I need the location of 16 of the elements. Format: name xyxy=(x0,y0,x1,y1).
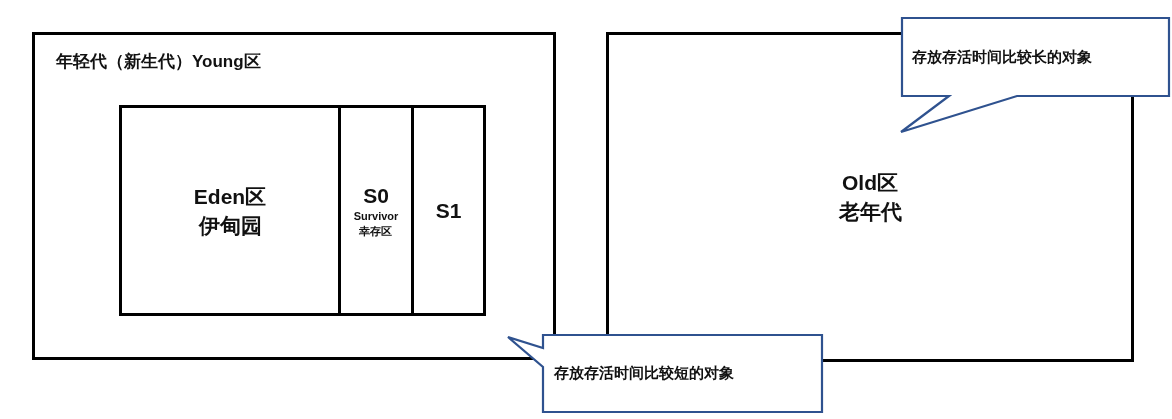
callout-text: 存放存活时间比较短的对象 xyxy=(554,363,734,383)
callout-bubble xyxy=(899,16,1171,134)
memory-space-box xyxy=(119,105,341,316)
space-label: S0 xyxy=(363,182,389,209)
space-label: 伊甸园 xyxy=(198,212,262,239)
space-sublabel: Survivor 幸存区 xyxy=(353,208,399,239)
space-label: Eden区 xyxy=(193,183,267,210)
space-label: S1 xyxy=(435,198,462,224)
region-title: 年轻代（新生代）Young区 xyxy=(56,52,261,72)
region-label: Old区 xyxy=(842,170,898,196)
callout-text: 存放存活时间比较长的对象 xyxy=(912,47,1092,67)
memory-space-box xyxy=(411,105,486,316)
region-box xyxy=(32,32,556,360)
region-label: 老年代 xyxy=(838,199,902,225)
callout-bubble xyxy=(506,333,824,414)
memory-space-box xyxy=(338,105,414,316)
